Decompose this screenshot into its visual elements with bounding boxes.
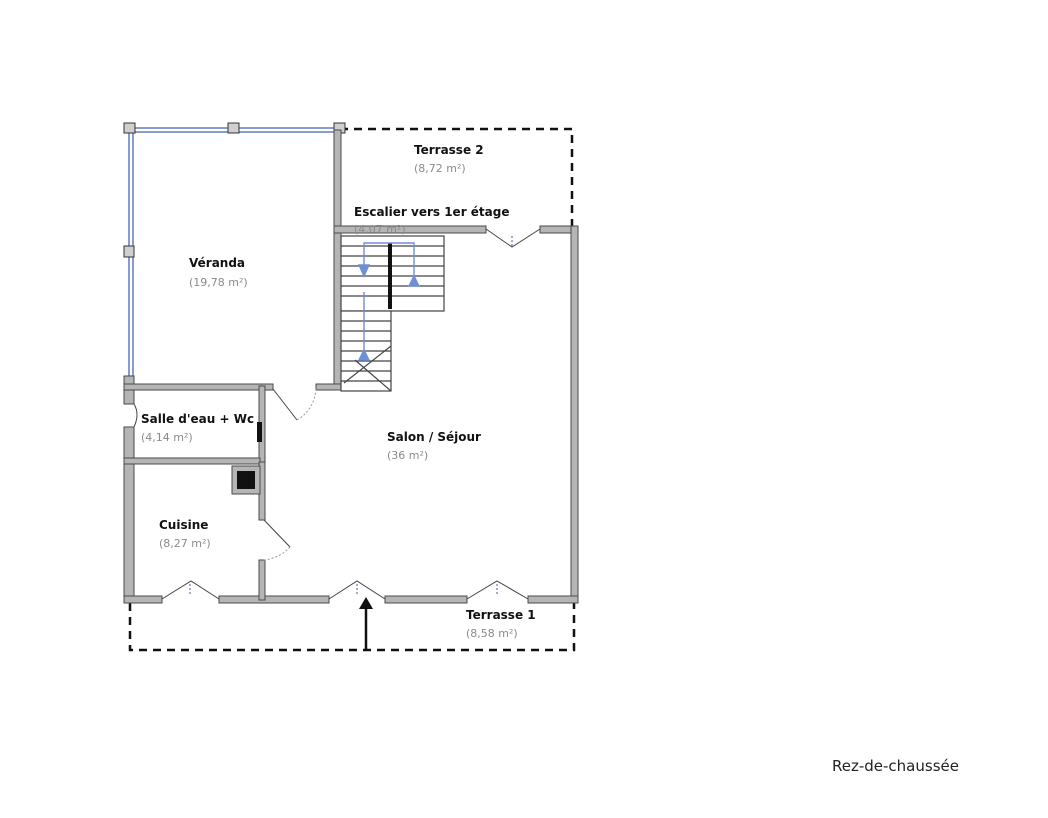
wall-bottom-1: [123, 595, 163, 604]
stair-arrows: [357, 242, 421, 361]
stair-handrail: [388, 243, 392, 309]
room-area-terrasse-1: (8,58 m²): [466, 627, 518, 640]
wall-veranda-bottom-right: [315, 383, 342, 391]
room-area-escalier: (4,07 m²): [354, 223, 406, 236]
entrance-arrow: [359, 597, 373, 650]
wall-bottom-2: [218, 595, 330, 604]
room-area-cuisine: (8,27 m²): [159, 537, 211, 550]
room-name-salon: Salon / Séjour: [387, 430, 481, 444]
duct-inner: [237, 471, 255, 489]
room-name-veranda: Véranda: [189, 256, 245, 270]
room-area-veranda: (19,78 m²): [189, 276, 248, 289]
floor-title: Rez-de-chaussée: [832, 757, 959, 775]
door-jamb: [257, 422, 262, 442]
room-area-salon: (36 m²): [387, 449, 428, 462]
wall-veranda-bottom-left: [123, 383, 274, 391]
wall-veranda-right: [333, 129, 342, 389]
veranda-glazing: [123, 122, 346, 377]
wall-bottom-4: [527, 595, 579, 604]
room-name-cuisine: Cuisine: [159, 518, 208, 532]
room-area-salle-eau: (4,14 m²): [141, 431, 193, 444]
terrasse-2-outline: [340, 127, 574, 229]
wall-cuisine-top: [123, 457, 261, 465]
room-name-terrasse-1: Terrasse 1: [466, 608, 536, 622]
doors: [133, 228, 541, 600]
room-area-terrasse-2: (8,72 m²): [414, 162, 466, 175]
wall-partition-bottom: [258, 559, 266, 601]
wall-bottom-3: [384, 595, 468, 604]
staircase: [340, 235, 445, 392]
room-name-escalier: Escalier vers 1er étage: [354, 205, 510, 219]
room-labels: Véranda (19,78 m²) Terrasse 2 (8,72 m²) …: [141, 143, 536, 640]
terrasse-1-outline: [128, 603, 576, 652]
wall-right: [570, 225, 579, 604]
room-name-terrasse-2: Terrasse 2: [414, 143, 484, 157]
room-name-salle-eau: Salle d'eau + Wc: [141, 412, 254, 426]
wall-left-lower: [123, 426, 135, 604]
terrace-outlines: [128, 127, 576, 652]
